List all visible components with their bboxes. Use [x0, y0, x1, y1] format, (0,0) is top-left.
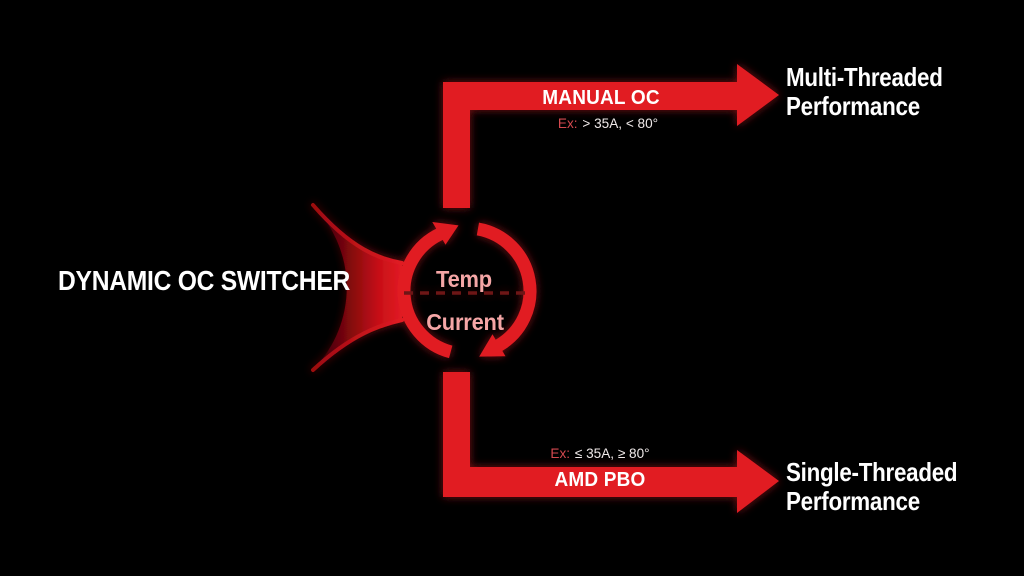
bottom-condition-value: ≤ 35A, ≥ 80° [574, 445, 650, 461]
cycle-arrows-icon [397, 222, 537, 359]
multi-threaded-label: Multi-Threaded Performance [786, 63, 943, 121]
outcome-line: Performance [786, 91, 920, 121]
outcome-line: Multi-Threaded [786, 62, 943, 92]
bottom-branch-arrow [443, 372, 779, 513]
bottom-condition-prefix: Ex: [550, 445, 571, 461]
manual-oc-label: MANUAL OC [542, 87, 660, 109]
diagram-title: DYNAMIC OC SWITCHER [58, 265, 351, 296]
top-condition-text: Ex:> 35A, < 80° [558, 115, 658, 131]
amd-pbo-label: AMD PBO [554, 469, 646, 491]
top-branch-arrow [443, 64, 779, 208]
top-condition-value: > 35A, < 80° [582, 115, 659, 131]
current-label: Current [426, 309, 504, 335]
temp-label: Temp [436, 266, 492, 292]
outcome-line: Single-Threaded [786, 457, 958, 487]
funnel-shape [311, 203, 404, 372]
bottom-condition-text: Ex:≤ 35A, ≥ 80° [550, 445, 649, 461]
outcome-line: Performance [786, 486, 920, 516]
single-threaded-label: Single-Threaded Performance [786, 457, 958, 516]
top-condition-prefix: Ex: [557, 115, 578, 131]
